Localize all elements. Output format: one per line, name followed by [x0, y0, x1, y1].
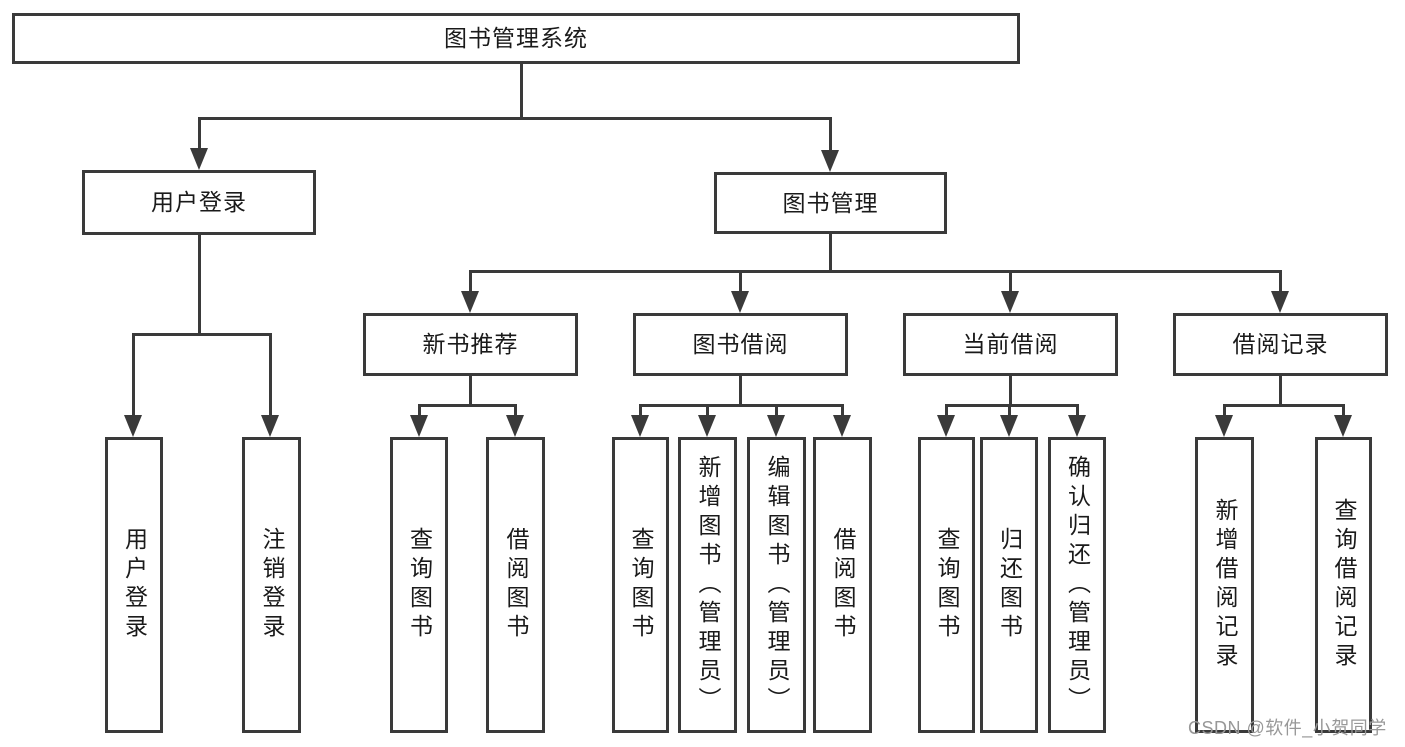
leaf-query-book-current: 查询图书: [918, 437, 975, 733]
arrowhead-down-icon: [124, 415, 142, 437]
connector-vline: [132, 333, 135, 417]
arrowhead-down-icon: [631, 415, 649, 437]
connector-hline: [945, 404, 1079, 407]
arrowhead-down-icon: [698, 415, 716, 437]
node-label: 图书借阅: [692, 331, 789, 357]
arrowhead-down-icon: [1215, 415, 1233, 437]
connector-vline: [1076, 404, 1079, 417]
connector-vline: [1279, 376, 1282, 406]
arrowhead-down-icon: [1001, 291, 1019, 313]
node-label: 用户登录: [151, 189, 247, 215]
connector-vline: [1009, 376, 1012, 406]
leaf-label: 借阅图书: [830, 527, 856, 643]
csdn-watermark: CSDN @软件_小贺同学: [1188, 718, 1387, 738]
connector-hline: [418, 404, 517, 407]
connector-vline: [639, 404, 642, 417]
connector-vline: [739, 376, 742, 406]
leaf-user-login: 用户登录: [105, 437, 163, 733]
connector-vline: [1223, 404, 1226, 417]
leaf-label: 查询借阅记录: [1331, 498, 1357, 672]
leaf-label: 新增图书（管理员）: [695, 454, 721, 716]
leaf-borrow-book: 借阅图书: [813, 437, 872, 733]
leaf-query-book-recommend: 查询图书: [390, 437, 448, 733]
arrowhead-down-icon: [190, 148, 208, 170]
node-root: 图书管理系统: [12, 13, 1020, 64]
connector-vline: [1279, 270, 1282, 293]
connector-vline: [706, 404, 709, 417]
leaf-label: 查询图书: [934, 527, 960, 643]
connector-hline: [469, 270, 1282, 273]
connector-vline: [841, 404, 844, 417]
connector-vline: [269, 333, 272, 417]
connector-vline: [469, 270, 472, 293]
arrowhead-down-icon: [767, 415, 785, 437]
connector-vline: [418, 404, 421, 417]
connector-vline: [469, 376, 472, 406]
leaf-label: 归还图书: [996, 527, 1023, 643]
connector-vline: [829, 117, 832, 153]
leaf-query-book-borrowing: 查询图书: [612, 437, 669, 733]
arrowhead-down-icon: [1271, 291, 1289, 313]
connector-hline: [639, 404, 844, 407]
leaf-edit-book-admin: 编辑图书（管理员）: [747, 437, 806, 733]
node-book-management: 图书管理: [714, 172, 947, 234]
arrowhead-down-icon: [1000, 415, 1018, 437]
leaf-label: 编辑图书（管理员）: [764, 454, 790, 716]
node-new-book-recommend: 新书推荐: [363, 313, 578, 376]
arrowhead-down-icon: [461, 291, 479, 313]
node-label: 图书管理: [782, 189, 879, 216]
leaf-add-book-admin: 新增图书（管理员）: [678, 437, 737, 733]
connector-vline: [520, 64, 523, 119]
connector-vline: [198, 235, 201, 335]
connector-vline: [829, 234, 832, 272]
connector-vline: [739, 270, 742, 293]
connector-vline: [945, 404, 948, 417]
leaf-return-book: 归还图书: [980, 437, 1038, 733]
connector-vline: [775, 404, 778, 417]
leaf-label: 借阅图书: [503, 527, 529, 643]
leaf-label: 用户登录: [121, 527, 148, 643]
arrowhead-down-icon: [1068, 415, 1086, 437]
node-label: 当前借阅: [962, 331, 1059, 357]
node-label: 借阅记录: [1232, 331, 1329, 357]
arrowhead-down-icon: [937, 415, 955, 437]
leaf-label: 注销登录: [259, 527, 285, 643]
connector-vline: [1342, 404, 1345, 417]
leaf-borrow-book-recommend: 借阅图书: [486, 437, 545, 733]
leaf-logout: 注销登录: [242, 437, 301, 733]
leaf-confirm-return-admin: 确认归还（管理员）: [1048, 437, 1106, 733]
node-root-label: 图书管理系统: [444, 25, 588, 51]
arrowhead-down-icon: [833, 415, 851, 437]
leaf-label: 查询图书: [628, 527, 654, 643]
arrowhead-down-icon: [410, 415, 428, 437]
node-label: 新书推荐: [422, 331, 519, 357]
connector-hline: [132, 333, 272, 336]
connector-hline: [198, 117, 832, 120]
connector-vline: [1009, 270, 1012, 293]
arrowhead-down-icon: [1334, 415, 1352, 437]
leaf-query-borrow-record: 查询借阅记录: [1315, 437, 1372, 733]
connector-vline: [1008, 404, 1011, 417]
arrowhead-down-icon: [821, 150, 839, 172]
leaf-add-borrow-record: 新增借阅记录: [1195, 437, 1254, 733]
connector-vline: [514, 404, 517, 417]
leaf-label: 确认归还（管理员）: [1064, 454, 1091, 716]
leaf-label: 新增借阅记录: [1212, 498, 1238, 672]
node-borrowing-records: 借阅记录: [1173, 313, 1388, 376]
node-current-borrowing: 当前借阅: [903, 313, 1118, 376]
arrowhead-down-icon: [731, 291, 749, 313]
arrowhead-down-icon: [261, 415, 279, 437]
arrowhead-down-icon: [506, 415, 524, 437]
node-book-borrowing: 图书借阅: [633, 313, 848, 376]
connector-hline: [1223, 404, 1345, 407]
node-user-login: 用户登录: [82, 170, 316, 235]
leaf-label: 查询图书: [406, 527, 433, 643]
connector-vline: [198, 117, 201, 151]
